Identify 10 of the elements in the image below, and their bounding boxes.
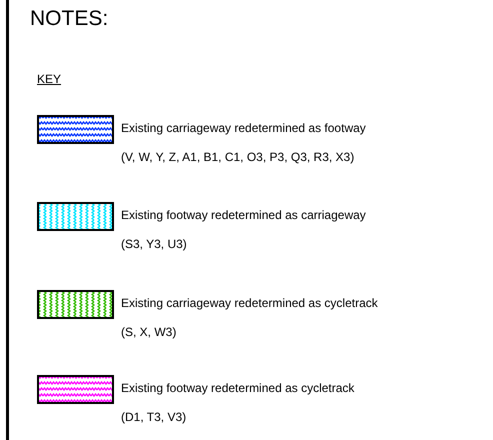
reference-list: (V, W, Y, Z, A1, B1, C1, O3, P3, Q3, R3, X3): [121, 151, 354, 163]
legend-text: Existing carriageway redetermined as footway: [121, 122, 366, 134]
notes-heading: NOTES:: [30, 8, 108, 29]
legend-text: Existing footway redetermined as cycletrack: [121, 382, 354, 394]
reference-list: (D1, T3, V3): [121, 411, 186, 423]
reference-list: (S3, Y3, U3): [121, 238, 187, 250]
reference-list: (S, X, W3): [121, 326, 176, 338]
legend-text: Existing footway redetermined as carriageway: [121, 209, 366, 221]
key-heading: KEY: [37, 73, 62, 85]
legend-text: Existing carriageway redetermined as cycletrack: [121, 297, 378, 309]
